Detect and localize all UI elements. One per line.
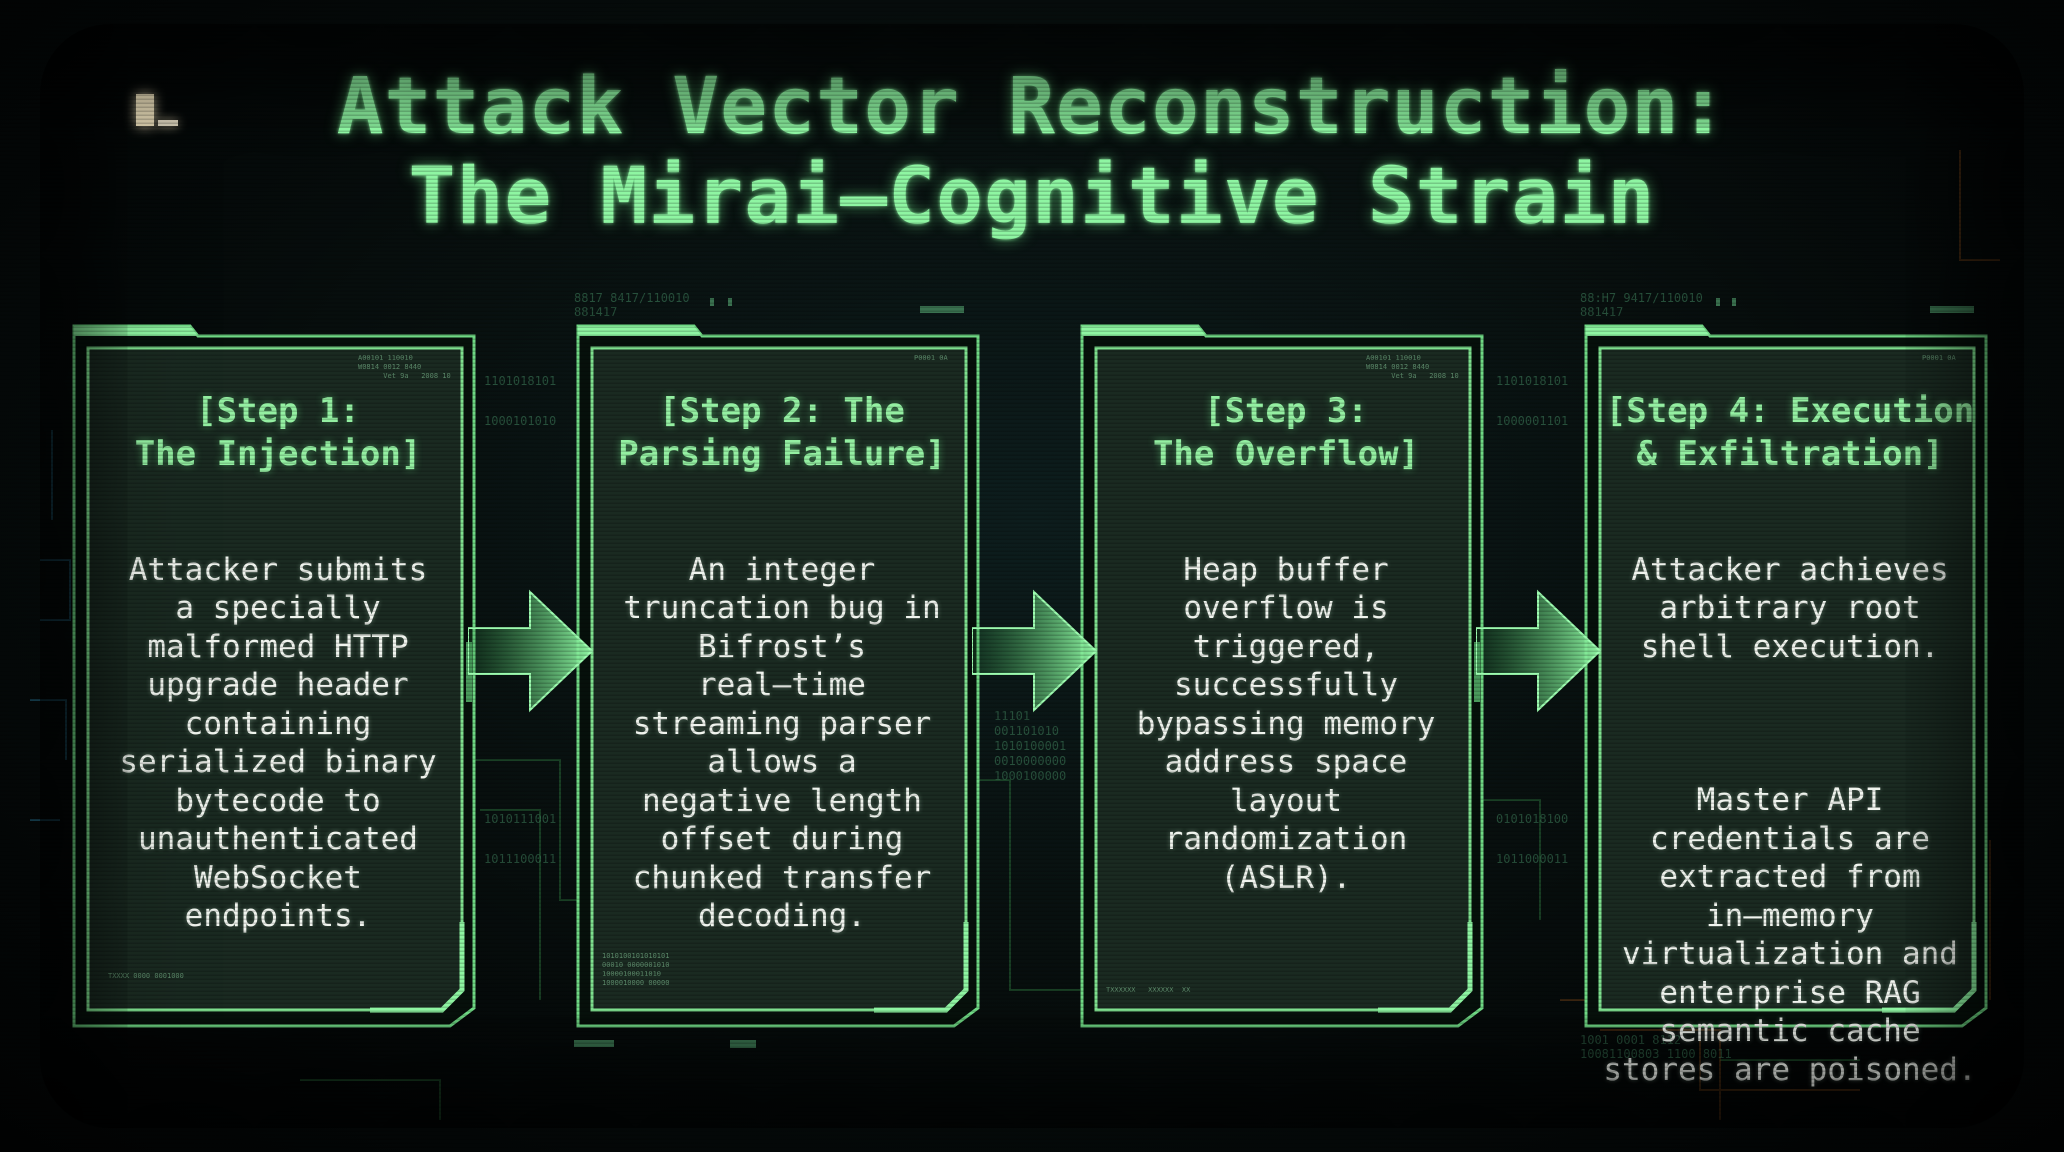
svg-text:10081100803 1100 8011: 10081100803 1100 8011 [1580,1047,1732,1061]
step-title: [Step 2: The Parsing Failure] [618,391,946,474]
svg-text:1000100000: 1000100000 [994,769,1066,783]
card-micro-text: P0001 0A [914,354,948,362]
svg-text:8817 8417/110010: 8817 8417/110010 [574,291,690,305]
svg-text:001101010: 001101010 [994,724,1059,738]
step-title: [Step 4: Execution & Exfiltration] [1605,391,1975,474]
step-paragraph: Master API credentials are extracted fro… [1603,782,1977,1088]
step-card-2: P0001 0A 1010100101010101 00010 00000010… [574,322,986,1030]
right-arrow-icon [1476,589,1602,713]
card-micro-text: TXXXX 0000 0001000 [108,972,184,980]
svg-text:11101: 11101 [994,709,1030,723]
card-micro-text: 1010100101010101 00010 0000001010 100001… [602,952,670,987]
step-paragraph: Attacker achieves arbitrary root shell e… [1631,551,1949,665]
step-body: Attacker achieves arbitrary root shell e… [1592,512,1988,1128]
card-micro-text: TXXXXXX XXXXXX XX [1106,986,1191,994]
card-micro-text: A00101 110010 W0814 0012 8440 Vet 9a 200… [1366,354,1459,380]
step-title: [Step 1: The Injection] [134,391,422,474]
svg-text:1000001101: 1000001101 [1496,414,1568,428]
right-arrow-icon [972,589,1098,713]
svg-text:1011000011: 1011000011 [1496,852,1568,866]
svg-text:1010100001: 1010100001 [994,739,1066,753]
svg-text:1001 0001 8112: 1001 0001 8112 [1580,1033,1681,1047]
svg-text:1101018101: 1101018101 [484,374,556,388]
step-paragraph: Heap buffer overflow is triggered, succe… [1136,551,1436,896]
card-frame [1584,324,1988,1028]
card-frame [1080,324,1484,1028]
card-micro-text: P0001 0A [1922,354,1956,362]
step-card-3: A00101 110010 W0814 0012 8440 Vet 9a 200… [1078,322,1490,1030]
svg-text:1011100011: 1011100011 [484,852,556,866]
svg-text:88:H7 9417/110010: 88:H7 9417/110010 [1580,291,1703,305]
paragraph-gap [1592,705,1988,743]
step-title: [Step 3: The Overflow] [1152,391,1420,474]
step-card-4: P0001 0A [Step 4: Execution & Exfiltrati… [1582,322,1994,1088]
card-micro-text: A00101 110010 W0814 0012 8440 Vet 9a 200… [358,354,451,380]
terminal-cursor-icon [132,90,182,134]
step-card-1: A00101 110010 W0814 0012 8440 Vet 9a 200… [70,322,482,1030]
svg-text:0101018100: 0101018100 [1496,812,1568,826]
page-title: Attack Vector Reconstruction: The Mirai–… [232,62,1832,242]
svg-text:881417: 881417 [574,305,617,319]
step-paragraph: Attacker submits a specially malformed H… [119,551,437,935]
title-line-2: The Mirai–Cognitive Strain [408,152,1656,242]
step-body: Attacker submits a specially malformed H… [80,512,476,974]
card-frame [576,324,980,1028]
right-arrow-icon [468,589,594,713]
svg-text:0010000000: 0010000000 [994,754,1066,768]
step-body: An integer truncation bug in Bifrost’s r… [584,512,980,974]
svg-text:1101018101: 1101018101 [1496,374,1568,388]
svg-text:1000101010: 1000101010 [484,414,556,428]
svg-text:1010111001: 1010111001 [484,812,556,826]
title-line-1: Attack Vector Reconstruction: [336,62,1728,152]
step-paragraph: An integer truncation bug in Bifrost’s r… [623,551,941,935]
step-body: Heap buffer overflow is triggered, succe… [1088,512,1484,936]
svg-text:881417: 881417 [1580,305,1623,319]
